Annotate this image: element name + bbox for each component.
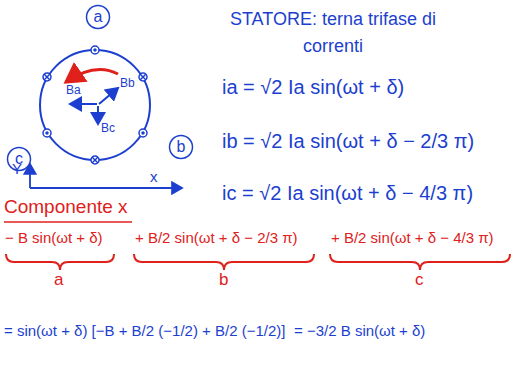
term: − B sin(ωt + δ): [5, 229, 103, 246]
current-formula: ic = √2 Ia sin(ωt + δ − 4/3 π): [222, 182, 473, 205]
section-heading: Componente x: [4, 196, 128, 218]
field-vector: [70, 103, 97, 105]
vector-label: Ba: [66, 84, 81, 98]
current-formula: ia = √2 Ia sin(ωt + δ): [222, 76, 404, 99]
field-vector: [97, 106, 99, 124]
title-note: STATORE: terna trifase di correnti: [228, 6, 438, 60]
brace: [6, 254, 510, 270]
circled-letter: b: [168, 134, 194, 160]
stator-ring: [40, 50, 150, 160]
term: + B/2 sin(ωt + δ − 2/3 π): [135, 229, 298, 246]
brace-label: c: [415, 270, 424, 290]
coil-markers: [43, 46, 147, 164]
circled-letter: a: [85, 4, 111, 30]
current-formula: ib = √2 Ia sin(ωt + δ − 2/3 π): [222, 130, 474, 153]
field-vector: [99, 88, 118, 104]
term: + B/2 sin(ωt + δ − 4/3 π): [331, 229, 494, 246]
vector-label: Bb: [120, 77, 135, 91]
vector-label: Bc: [101, 122, 115, 136]
axis-label: Y: [12, 160, 22, 177]
brace-label: b: [219, 270, 228, 290]
underline: [4, 221, 132, 223]
y-axis: [29, 164, 31, 188]
rotation-arrow: [66, 70, 118, 83]
axis-label: x: [150, 168, 158, 185]
result-formula: = −3/2 B sin(ωt + δ): [294, 322, 425, 339]
brace-label: a: [54, 270, 63, 290]
x-axis: [30, 187, 182, 189]
result-formula: = sin(ωt + δ) [−B + B/2 (−1/2) + B/2 (−1…: [4, 322, 285, 339]
phase-letter: b: [168, 134, 194, 160]
phase-letter: a: [85, 4, 111, 30]
